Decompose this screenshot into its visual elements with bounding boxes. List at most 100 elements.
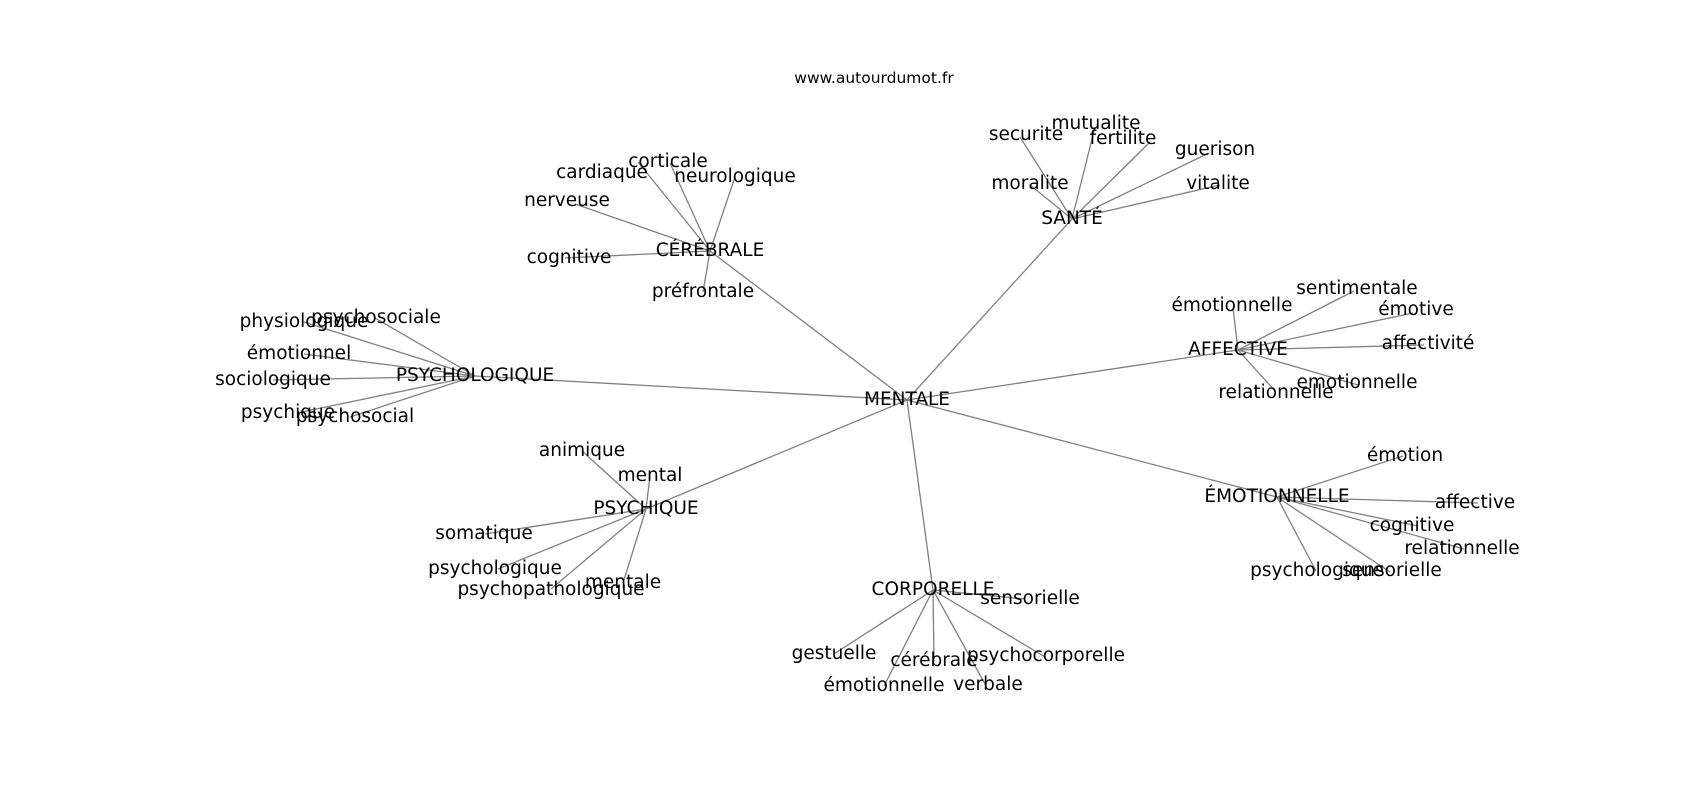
edge-hub-to-term	[1237, 349, 1359, 386]
term-node[interactable]: affectivité	[1382, 333, 1475, 354]
edge-hub-to-term	[1276, 496, 1391, 573]
edge-hub-to-term	[303, 353, 476, 377]
term-node[interactable]: cognitive	[527, 247, 612, 268]
edge-hub-to-term	[1071, 126, 1096, 220]
term-node[interactable]: émotive	[1378, 299, 1453, 320]
edge-hub-to-term	[1237, 349, 1276, 392]
term-node[interactable]: psychopathologique	[457, 579, 644, 600]
edge-hub-to-term	[349, 375, 476, 418]
edge-root-to-hub	[645, 399, 908, 510]
edge-hub-to-term	[932, 589, 1046, 658]
edge-hub-to-term	[637, 161, 711, 252]
edge-hub-to-term	[1232, 307, 1239, 351]
edge-hub-to-term	[1276, 496, 1479, 504]
term-node[interactable]: mental	[618, 465, 683, 486]
term-node[interactable]: affective	[1435, 492, 1515, 513]
term-node[interactable]: relationnelle	[1404, 538, 1519, 559]
term-node[interactable]: sociologique	[215, 369, 331, 390]
edge-hub-to-term	[1019, 136, 1073, 220]
term-node[interactable]: nerveuse	[524, 190, 610, 211]
edge-hub-to-term	[550, 508, 647, 590]
term-node[interactable]: sentimentale	[1296, 278, 1417, 299]
term-node[interactable]: guerison	[1175, 139, 1255, 160]
graph-edges	[272, 126, 1479, 687]
edge-root-to-hub	[906, 349, 1239, 401]
edge-hub-to-term	[1071, 152, 1210, 220]
term-node[interactable]: psychique	[241, 402, 335, 423]
edge-hub-to-term	[1276, 496, 1465, 550]
edge-hub-to-term	[1237, 290, 1355, 351]
term-node[interactable]: vitalite	[1186, 173, 1250, 194]
edge-root-to-hub	[906, 218, 1073, 401]
edge-hub-to-term	[1237, 312, 1414, 351]
edge-hub-to-term	[622, 508, 647, 584]
site-url[interactable]: www.autourdumot.fr	[794, 69, 954, 87]
term-node[interactable]: émotionnelle	[824, 675, 945, 696]
edge-hub-to-term	[581, 450, 647, 510]
term-node[interactable]: moralite	[991, 173, 1068, 194]
edge-hub-to-term	[272, 375, 476, 381]
term-node[interactable]: securite	[989, 124, 1063, 145]
term-node[interactable]: mentale	[585, 572, 661, 593]
term-node[interactable]: somatique	[435, 523, 533, 544]
term-node[interactable]: fertilite	[1090, 128, 1157, 149]
term-node[interactable]: cognitive	[1370, 515, 1455, 536]
edge-root-to-hub	[906, 399, 934, 591]
edge-root-to-hub	[906, 399, 1278, 498]
edge-hub-to-term	[1071, 141, 1151, 220]
edge-hub-to-term	[1237, 344, 1425, 351]
term-node[interactable]: psychosociale	[311, 307, 441, 328]
term-node[interactable]: préfrontale	[652, 281, 754, 302]
edge-root-to-hub	[474, 375, 908, 401]
term-node[interactable]: gestuelle	[792, 643, 877, 664]
term-node[interactable]: emotionnelle	[1297, 372, 1418, 393]
edge-hub-to-term	[709, 176, 736, 252]
edge-hub-to-term	[1276, 496, 1419, 527]
term-node[interactable]: émotionnel	[247, 343, 351, 364]
root-node[interactable]: MENTALE	[864, 389, 950, 410]
edge-hub-to-term	[932, 589, 1026, 600]
hub-node[interactable]: CORPORELLE	[872, 579, 995, 600]
term-node[interactable]: psychologique	[1250, 560, 1384, 581]
term-node[interactable]: cardiaque	[556, 162, 648, 183]
edge-hub-to-term	[669, 162, 711, 252]
term-node[interactable]: sensorielle	[980, 588, 1080, 609]
hub-node[interactable]: AFFECTIVE	[1188, 339, 1288, 360]
edge-hub-to-term	[833, 589, 934, 655]
edge-hub-to-term	[374, 317, 476, 377]
edge-hub-to-term	[564, 250, 711, 259]
edge-hub-to-term	[574, 203, 711, 252]
edge-hub-to-term	[1276, 455, 1404, 498]
term-node[interactable]: sensorielle	[1342, 560, 1442, 581]
edge-hub-to-term	[932, 589, 935, 662]
term-node[interactable]: neurologique	[674, 166, 796, 187]
edge-hub-to-term	[484, 508, 647, 535]
edge-hub-to-term	[1071, 184, 1221, 220]
term-node[interactable]: émotion	[1367, 445, 1443, 466]
term-node[interactable]: mutualite	[1052, 113, 1141, 134]
edge-hub-to-term	[932, 589, 986, 685]
term-node[interactable]: animique	[539, 440, 625, 461]
edge-hub-to-term	[497, 508, 647, 570]
term-node[interactable]: émotionnelle	[1172, 295, 1293, 316]
term-node[interactable]: corticale	[628, 151, 708, 172]
hub-node[interactable]: PSYCHOLOGIQUE	[396, 365, 554, 386]
hub-node[interactable]: PSYCHIQUE	[593, 498, 698, 519]
hub-node[interactable]: CÉRÉBRALE	[656, 239, 765, 261]
hub-node[interactable]: ÉMOTIONNELLE	[1204, 485, 1349, 507]
edge-hub-to-term	[1276, 496, 1317, 572]
term-node[interactable]: psychologique	[428, 558, 562, 579]
term-node[interactable]: psychocorporelle	[967, 645, 1125, 666]
edge-hub-to-term	[883, 589, 934, 687]
edge-hub-to-term	[702, 250, 711, 293]
edge-hub-to-term	[303, 321, 476, 377]
term-node[interactable]: psychosocial	[296, 406, 414, 427]
term-node[interactable]: physiologique	[240, 311, 369, 332]
edge-hub-to-term	[296, 375, 476, 414]
hub-node[interactable]: SANTÉ	[1041, 207, 1103, 229]
term-node[interactable]: relationnelle	[1218, 382, 1333, 403]
term-node[interactable]: verbale	[953, 674, 1023, 695]
term-node[interactable]: cérébrale	[890, 650, 977, 671]
edge-hub-to-term	[645, 475, 651, 510]
